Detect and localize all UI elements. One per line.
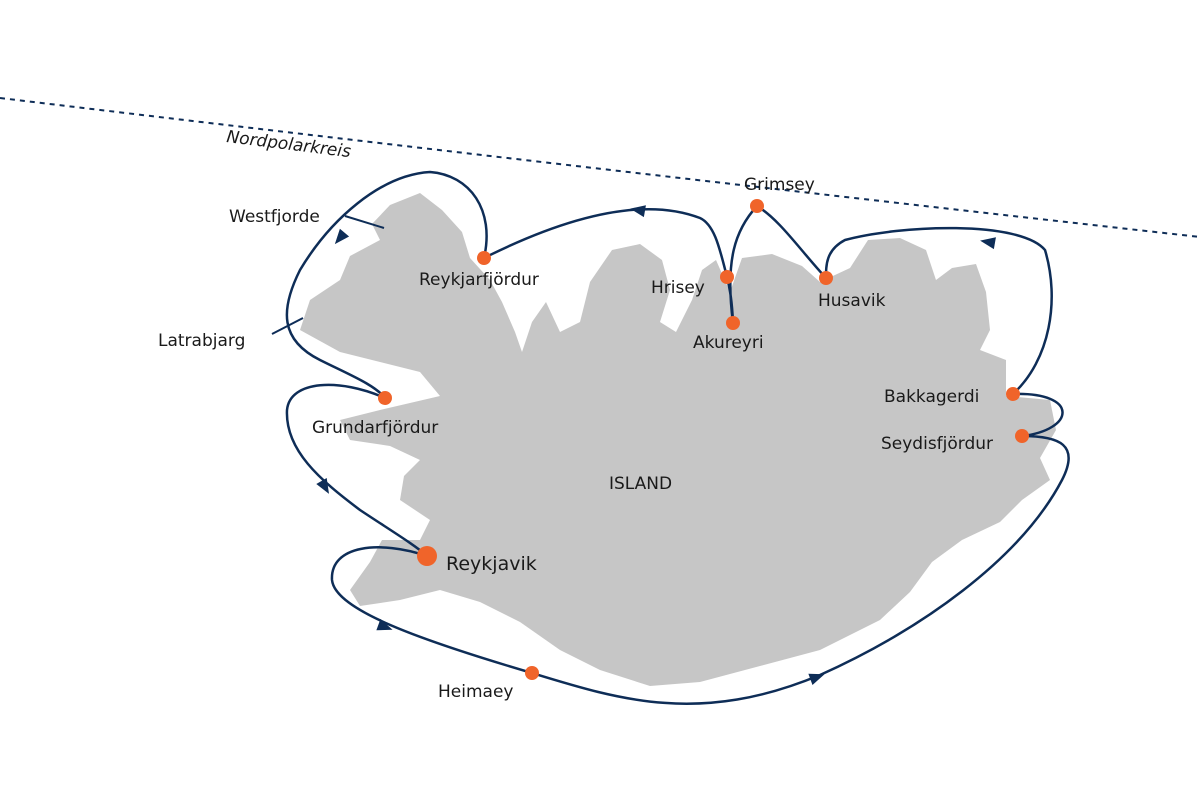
port-marker xyxy=(819,271,833,285)
arrow-icon xyxy=(980,237,996,250)
port-label: Akureyri xyxy=(693,333,764,353)
port-marker xyxy=(720,270,734,284)
port-marker xyxy=(1006,387,1020,401)
cruise-route xyxy=(285,170,1070,705)
port-label: Seydisfjördur xyxy=(881,434,993,454)
arrow-icon xyxy=(376,618,393,631)
port-label: Reykjavik xyxy=(446,553,537,575)
arctic-circle-line xyxy=(0,97,1200,238)
route-direction-arrows xyxy=(316,205,996,686)
port-label: Grundarfjördur xyxy=(312,418,438,438)
latrabjarg-leader xyxy=(271,317,304,335)
port-label: Husavik xyxy=(818,291,886,311)
country-label: ISLAND xyxy=(609,474,672,494)
region-label-westfjorde: Westfjorde xyxy=(229,207,320,227)
iceland-landmass xyxy=(300,193,1056,686)
port-label: Grimsey xyxy=(744,175,815,195)
port-label: Bakkagerdi xyxy=(884,387,979,407)
port-marker xyxy=(1015,429,1029,443)
arrow-icon xyxy=(630,205,646,218)
port-label: Heimaey xyxy=(438,682,513,702)
port-marker xyxy=(477,251,491,265)
port-marker xyxy=(726,316,740,330)
region-label-latrabjarg: Latrabjarg xyxy=(158,331,245,351)
arrow-icon xyxy=(316,477,329,494)
port-marker xyxy=(417,546,437,566)
port-label: Reykjarfjördur xyxy=(419,270,539,290)
arrow-icon xyxy=(334,228,350,245)
arrow-icon xyxy=(808,673,825,686)
port-marker xyxy=(378,391,392,405)
port-marker xyxy=(525,666,539,680)
port-marker xyxy=(750,199,764,213)
westfjorde-leader xyxy=(344,215,385,229)
port-label: Hrisey xyxy=(651,278,705,298)
